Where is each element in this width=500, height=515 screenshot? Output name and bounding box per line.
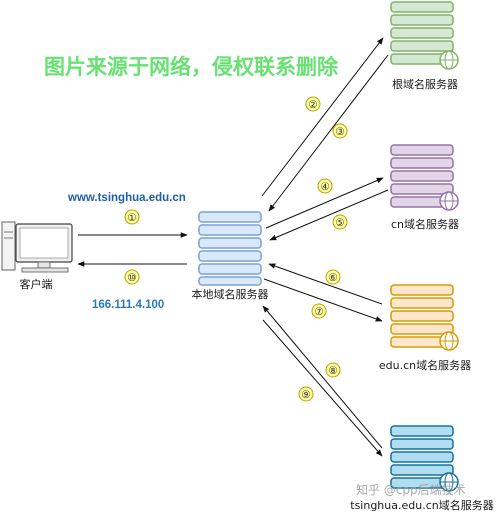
arrow-step-9	[262, 305, 383, 449]
step-marker-7: ⑦	[311, 303, 327, 319]
local-dns-label: 本地域名服务器	[192, 287, 269, 301]
step-marker-5: ⑤	[332, 214, 348, 230]
svg-text:②: ②	[308, 99, 318, 111]
arrow-step-7	[263, 278, 383, 322]
tsinghua-globe-icon	[439, 472, 459, 492]
svg-text:①: ①	[127, 212, 137, 224]
query-domain-label: www.tsinghua.edu.cn	[67, 192, 186, 204]
svg-text:⑤: ⑤	[335, 217, 345, 229]
step-marker-3: ③	[332, 123, 348, 139]
arrow-step-6	[268, 263, 383, 305]
client-label: 客户端	[20, 277, 53, 291]
arrow-step-2	[261, 37, 384, 197]
svg-text:⑦: ⑦	[314, 306, 324, 318]
tsinghua-dns-label: tsinghua.edu.cn域名服务器	[350, 498, 493, 512]
cn-dns-server-icon	[390, 144, 454, 208]
client-computer-icon	[1, 221, 73, 273]
arrow-step-8	[262, 319, 383, 457]
svg-text:⑧: ⑧	[328, 365, 338, 377]
svg-text:⑩: ⑩	[127, 272, 137, 284]
step-marker-8: ⑧	[325, 362, 341, 378]
svg-text:⑨: ⑨	[301, 389, 311, 401]
svg-text:③: ③	[335, 126, 345, 138]
edu-dns-label: edu.cn域名服务器	[379, 358, 471, 372]
edu-dns-server-icon	[390, 284, 454, 348]
watermark-bottom: 知乎 @cpp后端技术	[356, 483, 466, 497]
step-marker-4: ④	[317, 178, 333, 194]
step-marker-1: ①	[124, 209, 140, 225]
local-dns-server-icon	[198, 211, 262, 286]
resolved-ip-label: 166.111.4.100	[92, 299, 164, 311]
step-marker-10: ⑩	[124, 269, 140, 285]
svg-text:⑥: ⑥	[328, 272, 338, 284]
step-marker-9: ⑨	[298, 386, 314, 402]
step-marker-2: ②	[305, 96, 321, 112]
cn-globe-icon	[439, 191, 459, 211]
cn-dns-label: cn域名服务器	[391, 217, 459, 231]
edu-globe-icon	[439, 331, 459, 351]
watermark-top: 图片来源于网络，侵权联系删除	[44, 55, 339, 79]
arrow-step-5	[269, 189, 389, 241]
tsinghua-dns-server-icon	[390, 425, 454, 489]
svg-text:④: ④	[320, 181, 330, 193]
root-globe-icon	[439, 50, 459, 70]
root-dns-label: 根域名服务器	[392, 77, 458, 91]
arrow-step-4	[265, 177, 384, 229]
step-marker-6: ⑥	[325, 269, 341, 285]
arrow-step-3	[268, 54, 389, 212]
root-dns-server-icon	[390, 1, 454, 65]
